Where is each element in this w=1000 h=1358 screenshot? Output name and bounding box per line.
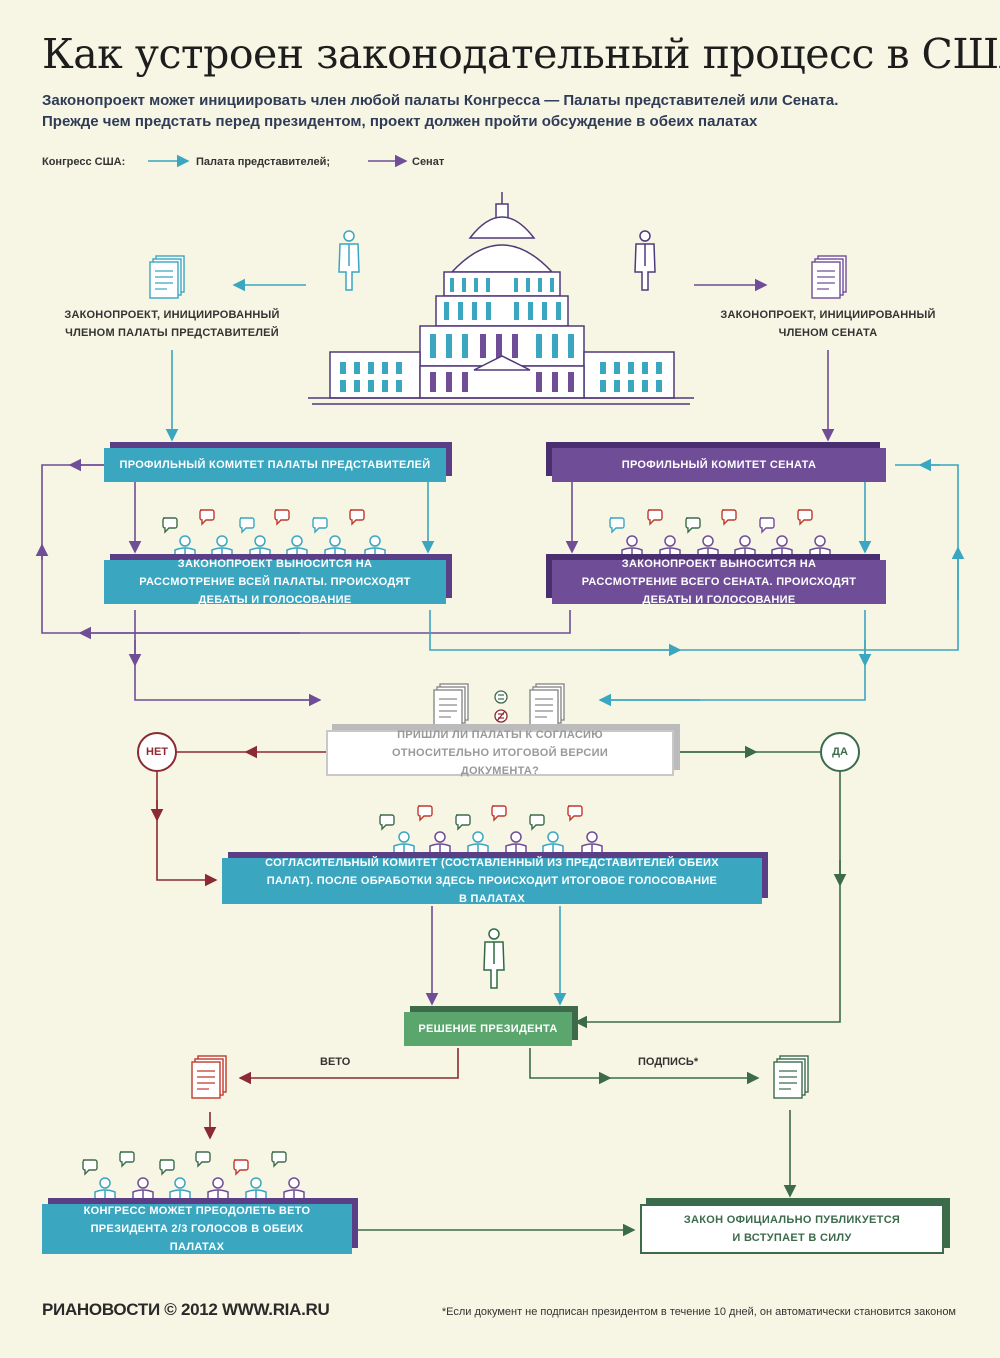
house-floor-box: ЗАКОНОПРОЕКТ ВЫНОСИТСЯ НА РАССМОТРЕНИЕ В… bbox=[104, 558, 446, 606]
subtitle-line-1: Законопроект может инициировать член люб… bbox=[42, 92, 839, 109]
legend-house-label: Палата представителей; bbox=[196, 156, 331, 168]
legend-senate-label: Сенат bbox=[412, 156, 445, 168]
senate-committee-box: ПРОФИЛЬНЫЙ КОМИТЕТ СЕНАТА bbox=[552, 448, 886, 482]
conference-committee-bubbles-icon bbox=[379, 805, 583, 830]
page-title: Как устроен законодательный процесс в СШ… bbox=[42, 30, 1000, 78]
override-vote-people-icon bbox=[94, 1177, 305, 1205]
president-icon bbox=[483, 928, 505, 989]
house-debate-bubbles-icon bbox=[162, 509, 365, 533]
veto-override-box: КОНГРЕСС МОЖЕТ ПРЕОДОЛЕТЬ ВЕТО ПРЕЗИДЕНТ… bbox=[42, 1204, 352, 1254]
footnote: *Если документ не подписан президентом в… bbox=[441, 1306, 956, 1318]
president-decision-box: РЕШЕНИЕ ПРЕЗИДЕНТА bbox=[404, 1012, 572, 1046]
agreement-question-box: ПРИШЛИ ЛИ ПАЛАТЫ К СОГЛАСИЮ ОТНОСИТЕЛЬНО… bbox=[326, 729, 674, 777]
senate-bill-document-icon bbox=[811, 255, 847, 299]
house-bill-document-icon bbox=[149, 255, 185, 299]
house-committee-box: ПРОФИЛЬНЫЙ КОМИТЕТ ПАЛАТЫ ПРЕДСТАВИТЕЛЕЙ bbox=[104, 448, 446, 482]
senate-member-icon bbox=[634, 230, 656, 291]
legend-congress-label: Конгресс США: bbox=[42, 156, 126, 168]
signed-document-icon bbox=[773, 1055, 809, 1099]
ria-novosti-logo: РИАНОВОСТИ © 2012 WWW.RIA.RU bbox=[42, 1300, 330, 1319]
senate-bill-caption: ЗАКОНОПРОЕКТ, ИНИЦИИРОВАННЫЙ ЧЛЕНОМ СЕНА… bbox=[720, 309, 936, 339]
veto-label: ВЕТО bbox=[320, 1056, 351, 1068]
senate-floor-box: ЗАКОНОПРОЕКТ ВЫНОСИТСЯ НА РАССМОТРЕНИЕ В… bbox=[552, 558, 886, 606]
sign-label: ПОДПИСЬ* bbox=[638, 1056, 699, 1068]
not-equal-sign-icon bbox=[494, 709, 508, 723]
law-published-box: ЗАКОН ОФИЦИАЛЬНО ПУБЛИКУЕТСЯ И ВСТУПАЕТ … bbox=[640, 1204, 944, 1254]
house-member-icon bbox=[338, 230, 360, 291]
subtitle-line-2: Прежде чем предстать перед президентом, … bbox=[42, 113, 758, 130]
equal-sign-icon bbox=[494, 690, 508, 704]
house-bill-caption: ЗАКОНОПРОЕКТ, ИНИЦИИРОВАННЫЙ ЧЛЕНОМ ПАЛА… bbox=[64, 309, 280, 339]
override-vote-bubbles-icon bbox=[82, 1151, 287, 1175]
conference-committee-box: СОГЛАСИТЕЛЬНЫЙ КОМИТЕТ (СОСТАВЛЕННЫЙ ИЗ … bbox=[222, 857, 762, 905]
decision-no-circle: НЕТ bbox=[137, 732, 177, 772]
decision-yes-circle: ДА bbox=[820, 732, 860, 772]
senate-version-document-icon bbox=[529, 683, 565, 727]
senate-debate-bubbles-icon bbox=[609, 509, 813, 533]
vetoed-document-icon bbox=[191, 1055, 227, 1099]
house-version-document-icon bbox=[433, 683, 469, 727]
